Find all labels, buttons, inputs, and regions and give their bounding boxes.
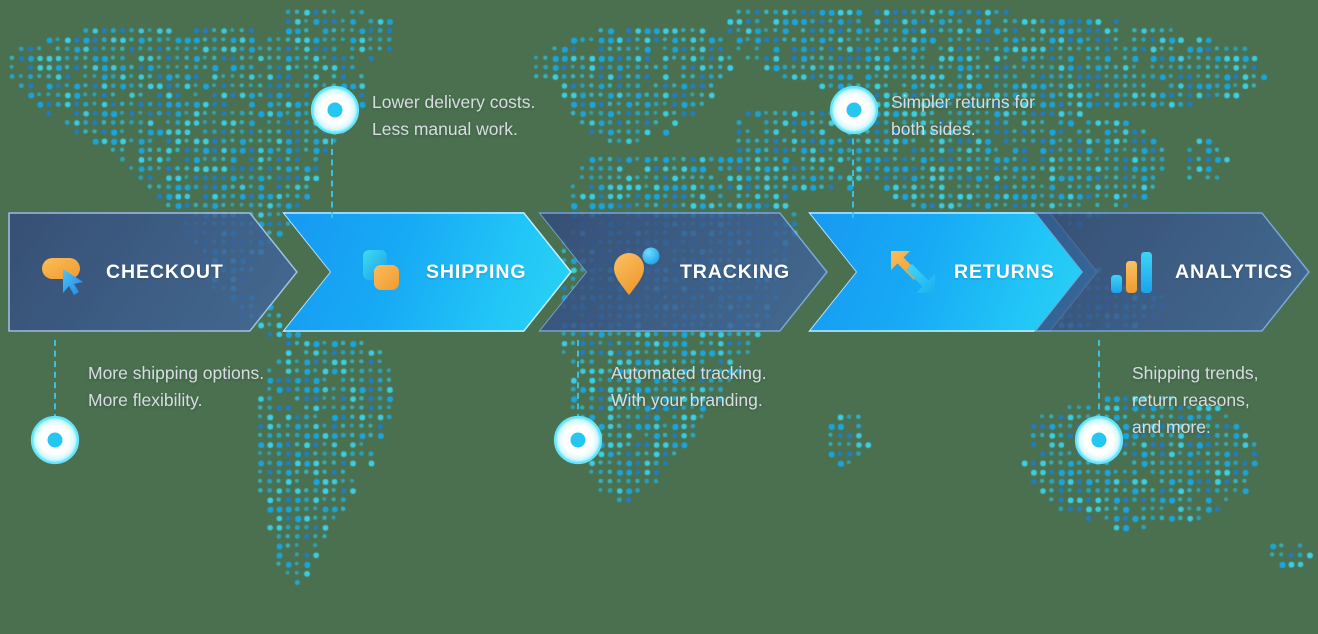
callout-returns: Simpler returns for both sides. [827,83,1035,143]
chat-cursor-icon [38,245,92,299]
callout-line: return reasons, [1132,390,1250,410]
callout-marker-analytics[interactable] [1072,413,1126,467]
connector-line-returns [852,128,854,218]
pipeline-stage-analytics[interactable]: ANALYTICS [1034,212,1310,332]
callout-line: With your branding. [611,390,763,410]
pipeline-stage-label: SHIPPING [426,260,527,283]
callout-marker-checkout[interactable] [28,413,82,467]
callout-marker-returns[interactable] [827,83,881,137]
boxes-icon [358,245,412,299]
pipeline-stage-label: TRACKING [680,260,791,283]
callout-line: Less manual work. [372,119,518,139]
connector-line-tracking [577,340,579,420]
exchange-arrows-icon [886,245,940,299]
connector-line-analytics [1098,340,1100,420]
connector-line-shipping [331,128,333,218]
callout-analytics: Shipping trends, return reasons, and mor… [1072,360,1259,465]
callout-line: More flexibility. [88,390,203,410]
callout-tracking: Automated tracking. With your branding. [551,360,767,465]
pipeline-stage-checkout[interactable]: CHECKOUT [8,212,298,332]
callout-checkout: More shipping options. More flexibility. [28,360,265,465]
pipeline-stage-tracking[interactable]: TRACKING [538,212,828,332]
callout-line: Automated tracking. [611,363,767,383]
callout-shipping: Lower delivery costs. Less manual work. [308,83,535,143]
callout-line: Simpler returns for [891,92,1035,112]
pipeline-stage-shipping[interactable]: SHIPPING [282,212,572,332]
callout-marker-tracking[interactable] [551,413,605,467]
callout-line: both sides. [891,119,976,139]
pipeline-stage-label: RETURNS [954,260,1055,283]
pipeline-stage-label: ANALYTICS [1175,260,1293,283]
callout-line: and more. [1132,417,1211,437]
callout-line: More shipping options. [88,363,265,383]
pipeline-flow: CHECKOUT [8,212,1310,332]
pipeline-stage-label: CHECKOUT [106,260,224,283]
callout-line: Shipping trends, [1132,363,1259,383]
map-pin-icon [610,245,664,299]
bar-chart-icon [1106,245,1160,299]
connector-line-checkout [54,340,56,420]
callout-line: Lower delivery costs. [372,92,536,112]
callout-marker-shipping[interactable] [308,83,362,137]
